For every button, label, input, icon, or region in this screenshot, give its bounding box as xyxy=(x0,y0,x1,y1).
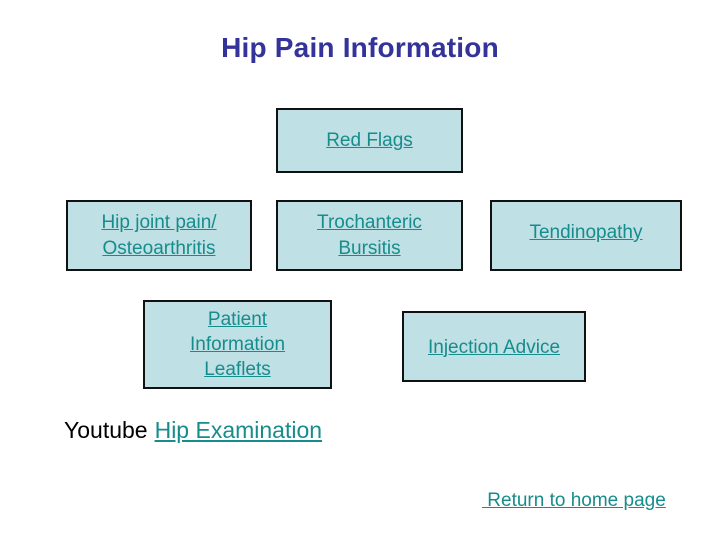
link-box-injection-advice[interactable]: Injection Advice xyxy=(402,311,586,382)
link-box-tendinopathy-label: Tendinopathy xyxy=(529,222,643,243)
page-title: Hip Pain Information xyxy=(221,32,499,63)
link-box-injection-advice-label: Injection Advice xyxy=(427,337,561,358)
link-box-patient-information-leaflets[interactable]: Patient Information Leaflets xyxy=(143,300,332,389)
link-box-leaflets-line-3: Leaflets xyxy=(204,359,271,381)
link-box-hip-joint-line-2: Osteoarthritis xyxy=(102,237,216,259)
link-box-hip-joint-line-1: Hip joint pain/ xyxy=(101,212,217,234)
return-to-home-page-link[interactable]: Return to home page xyxy=(482,490,666,511)
link-box-leaflets-label: Patient Information Leaflets xyxy=(145,307,330,382)
link-box-trochanteric-line-2: Bursitis xyxy=(338,237,401,259)
link-box-trochanteric-bursitis[interactable]: Trochanteric Bursitis xyxy=(276,200,463,271)
link-box-hip-joint-pain-label: Hip joint pain/ Osteoarthritis xyxy=(68,210,250,260)
link-box-trochanteric-line-1: Trochanteric xyxy=(317,212,422,234)
link-box-red-flags-label: Red Flags xyxy=(326,129,413,151)
link-box-leaflets-line-2: Information xyxy=(189,333,286,355)
link-box-leaflets-line-1: Patient xyxy=(207,308,268,330)
link-box-tendinopathy[interactable]: Tendinopathy xyxy=(490,200,682,271)
youtube-hip-examination-link[interactable]: Hip Examination xyxy=(154,417,323,443)
link-box-red-flags[interactable]: Red Flags xyxy=(276,108,463,173)
youtube-label: Youtube xyxy=(64,417,148,443)
link-box-hip-joint-pain-osteoarthritis[interactable]: Hip joint pain/ Osteoarthritis xyxy=(66,200,252,271)
link-box-trochanteric-bursitis-label: Trochanteric Bursitis xyxy=(278,210,461,260)
